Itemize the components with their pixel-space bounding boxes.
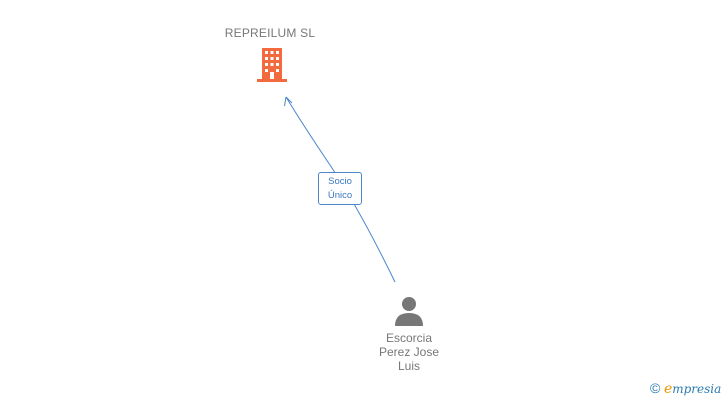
copyright-symbol: © — [650, 380, 661, 396]
brand-logo: © empresia — [650, 380, 721, 397]
relation-label[interactable]: Socio Único — [318, 172, 362, 205]
person-name-line2: Perez Jose — [378, 345, 440, 359]
person-name[interactable]: Escorcia Perez Jose Luis — [358, 331, 460, 373]
brand-rest: mpresia — [672, 382, 722, 396]
relation-label-line2: Único — [327, 190, 353, 201]
person-icon[interactable] — [393, 295, 425, 327]
brand-e: e — [663, 381, 673, 397]
person-name-line3: Luis — [397, 359, 420, 373]
company-name[interactable]: REPREILUM SL — [224, 26, 316, 40]
person-name-line1: Escorcia — [385, 331, 432, 345]
relation-label-line1: Socio — [328, 176, 352, 187]
building-icon[interactable] — [255, 46, 289, 84]
